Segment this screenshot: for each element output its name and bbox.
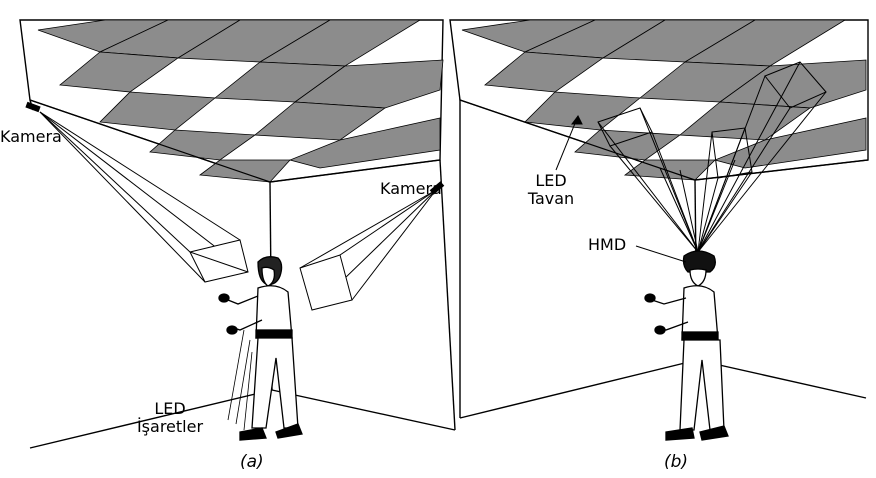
caption-b: (b) [664,452,688,472]
camera-left-label: Kamera [0,128,62,146]
panel-a-frustum-right [300,190,436,310]
led-markers-label: LED İşaretler [128,400,212,436]
panel-a-ceiling [20,20,443,182]
panel-b [450,20,868,440]
led-ceiling-label-line1: LED [516,172,586,190]
panel-b-person [645,251,728,440]
panel-a-person [219,257,302,440]
led-ceiling-label-line2: Tavan [516,190,586,208]
camera-right-label: Kamera [380,180,442,198]
led-markers-label-line1: LED [128,400,212,418]
led-ceiling-label: LED Tavan [516,172,586,208]
panel-a [20,20,455,448]
panel-a-led-rays [228,330,252,430]
hmd-label: HMD [588,236,626,254]
led-markers-label-line2: İşaretler [128,418,212,436]
caption-a: (a) [240,452,264,472]
